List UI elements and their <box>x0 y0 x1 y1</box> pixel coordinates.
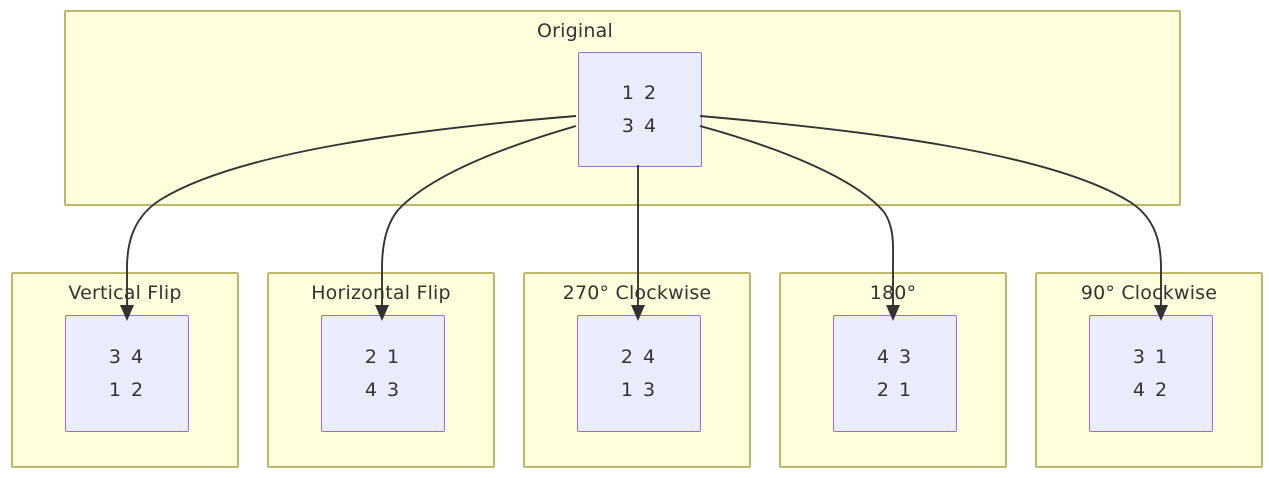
subgraph-vertical-flip: Vertical Flip 3 4 1 2 <box>11 272 239 468</box>
node-180[interactable]: 4 3 2 1 <box>833 315 957 432</box>
matrix-row-0: 3 4 <box>108 345 146 368</box>
subgraph-270-clockwise: 270° Clockwise 2 4 1 3 <box>523 272 751 468</box>
subgraph-horizontal-flip: Horizontal Flip 2 1 4 3 <box>267 272 495 468</box>
matrix-row-1: 4 3 <box>364 378 402 401</box>
matrix-row-1: 1 3 <box>620 378 658 401</box>
matrix-row-1: 2 1 <box>876 378 914 401</box>
node-horizontal-flip[interactable]: 2 1 4 3 <box>321 315 445 432</box>
subgraph-180: 180° 4 3 2 1 <box>779 272 1007 468</box>
subgraph-original-label: Original <box>537 20 613 42</box>
matrix-row-0: 2 4 <box>620 345 658 368</box>
subgraph-original: Original 1 2 3 4 <box>64 10 1181 206</box>
matrix-row-1: 1 2 <box>108 378 146 401</box>
node-vertical-flip[interactable]: 3 4 1 2 <box>65 315 189 432</box>
subgraph-vertical-flip-label: Vertical Flip <box>68 282 182 304</box>
matrix-row-0: 1 2 <box>621 81 659 104</box>
subgraph-90-clockwise-label: 90° Clockwise <box>1080 282 1218 304</box>
node-90-clockwise[interactable]: 3 1 4 2 <box>1089 315 1213 432</box>
node-270-clockwise[interactable]: 2 4 1 3 <box>577 315 701 432</box>
matrix-row-0: 3 1 <box>1132 345 1170 368</box>
subgraph-horizontal-flip-label: Horizontal Flip <box>311 282 451 304</box>
matrix-row-0: 2 1 <box>364 345 402 368</box>
matrix-row-0: 4 3 <box>876 345 914 368</box>
subgraph-180-label: 180° <box>869 282 917 304</box>
node-original[interactable]: 1 2 3 4 <box>578 52 702 167</box>
subgraph-270-clockwise-label: 270° Clockwise <box>562 282 712 304</box>
subgraph-90-clockwise: 90° Clockwise 3 1 4 2 <box>1035 272 1263 468</box>
matrix-row-1: 3 4 <box>621 114 659 137</box>
matrix-row-1: 4 2 <box>1132 378 1170 401</box>
